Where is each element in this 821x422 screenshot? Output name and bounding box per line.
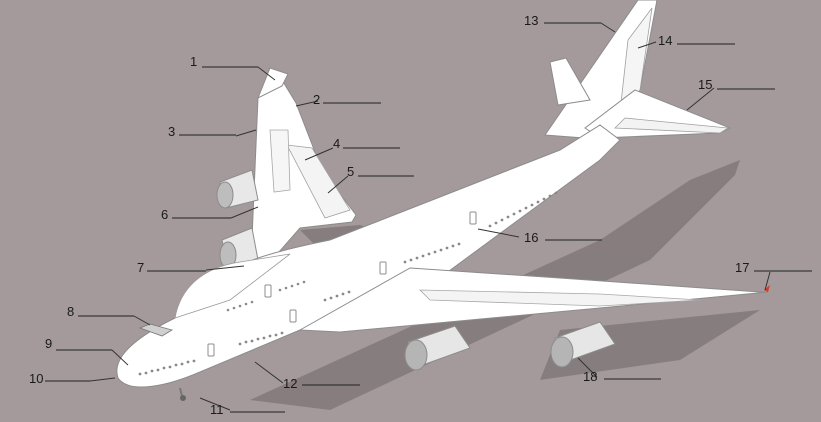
- leader-lines: [89, 22, 771, 411]
- callout-label-8: 8: [67, 304, 74, 319]
- callout-label-7: 7: [137, 260, 144, 275]
- callout-label-5: 5: [347, 164, 354, 179]
- callout-label-3: 3: [168, 124, 175, 139]
- left-inner-engine: [219, 227, 259, 269]
- callout-label-4: 4: [333, 136, 340, 151]
- callout-label-15: 15: [698, 77, 712, 92]
- wingtip-winglet: [257, 67, 289, 100]
- callout-label-2: 2: [313, 92, 320, 107]
- callout-label-17: 17: [735, 260, 749, 275]
- left-wing-flap: [286, 144, 351, 219]
- answer-lines: [45, 22, 812, 413]
- right-inner-engine: [404, 325, 471, 371]
- callout-label-18: 18: [583, 369, 597, 384]
- nose-landing-gear: [179, 387, 186, 401]
- callout-label-14: 14: [658, 33, 672, 48]
- right-wing-flaps: [419, 289, 701, 307]
- cabin-doors: [207, 211, 477, 357]
- right-outer-engine: [550, 321, 616, 368]
- cockpit-windows: [138, 323, 174, 337]
- cabin-window-row: [138, 191, 558, 376]
- elevator: [614, 117, 730, 134]
- callout-label-1: 1: [190, 54, 197, 69]
- wingtip-light: [764, 285, 770, 292]
- callout-label-6: 6: [161, 207, 168, 222]
- callout-label-11: 11: [210, 402, 224, 417]
- callout-labels: 1 2 3 4 5 6 7 8 9 10 11 12 13 14 15 16 1…: [29, 13, 749, 417]
- upper-deck-windows: [226, 280, 306, 312]
- left-outer-engine: [216, 169, 259, 209]
- rudder: [619, 7, 653, 114]
- upper-deck-hump: [174, 253, 291, 319]
- callout-label-12: 12: [283, 376, 297, 391]
- callout-label-9: 9: [45, 336, 52, 351]
- left-horizontal-stabilizer: [549, 57, 591, 106]
- callout-label-10: 10: [29, 371, 43, 386]
- callout-label-13: 13: [524, 13, 538, 28]
- left-wing-spoiler: [269, 129, 291, 193]
- fuselage: [116, 124, 621, 388]
- callout-label-16: 16: [524, 230, 538, 245]
